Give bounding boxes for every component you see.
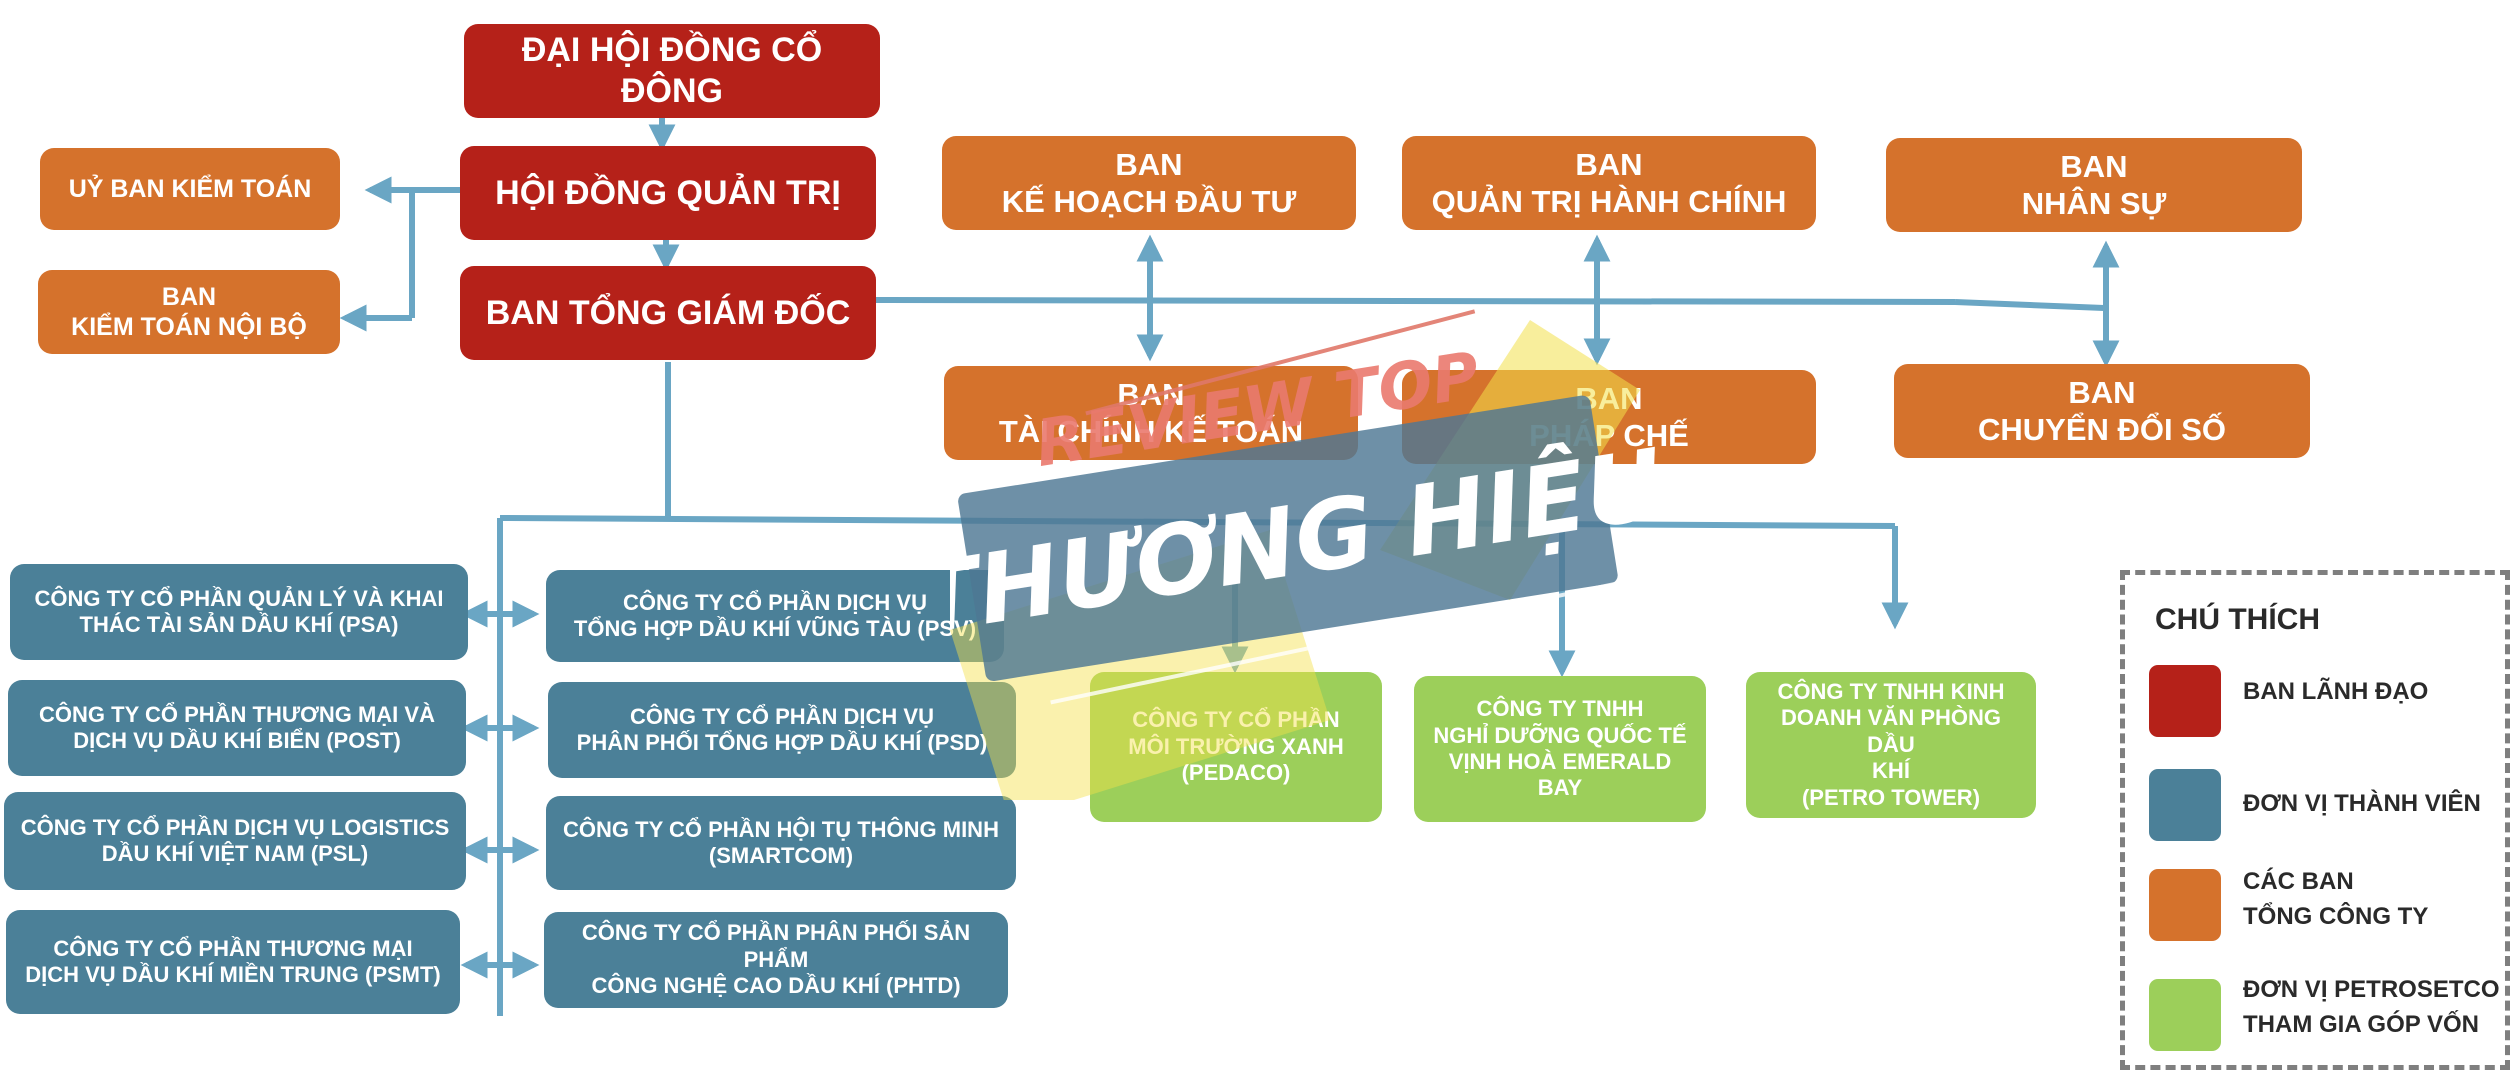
affiliate-petro-tower-line-1: CÔNG TY TNHH KINH — [1777, 679, 2005, 705]
legend-label-leadership-line-1: BAN LÃNH ĐẠO — [2243, 678, 2429, 705]
legend-label-department: CÁC BAN TỔNG CÔNG TY — [2243, 865, 2428, 935]
dept-admin-line-2: QUẢN TRỊ HÀNH CHÍNH — [1431, 184, 1787, 219]
shareholders-label: ĐẠI HỘI ĐỒNG CỔ ĐÔNG — [521, 31, 823, 110]
member-unit-phtd-box: CÔNG TY CỔ PHẦN PHÂN PHỐI SẢN PHẨM CÔNG … — [544, 912, 1008, 1008]
dept-legal-line-2: PHÁP CHẾ — [1529, 418, 1689, 453]
affiliate-emerald-bay-box: CÔNG TY TNHH NGHỈ DƯỠNG QUỐC TẾ VỊNH HOÀ… — [1414, 676, 1706, 822]
member-unit-psa-line-2: THÁC TÀI SẢN DẦU KHÍ (PSA) — [79, 612, 399, 637]
ceo-label: BAN TỔNG GIÁM ĐỐC — [485, 293, 851, 332]
member-unit-phtd-line-2: CÔNG NGHỆ CAO DẦU KHÍ (PHTD) — [591, 973, 961, 999]
member-unit-psv-line-2: TỔNG HỢP DẦU KHÍ VŨNG TÀU (PSV) — [573, 616, 977, 641]
member-unit-psl-line-1: CÔNG TY CỔ PHẦN DỊCH VỤ LOGISTICS — [20, 814, 450, 840]
dept-digital-line-1: BAN — [2068, 374, 2136, 410]
shareholders-box: ĐẠI HỘI ĐỒNG CỔ ĐÔNG — [464, 24, 880, 118]
member-unit-psd-line-2: PHÂN PHỐI TỔNG HỢP DẦU KHÍ (PSD) — [576, 730, 988, 755]
legend-swatch-member — [2149, 769, 2221, 841]
ceo-box: BAN TỔNG GIÁM ĐỐC — [460, 266, 876, 360]
affiliate-emerald-bay-line-3: VỊNH HOÀ EMERALD BAY — [1448, 749, 1672, 801]
internal-audit-line-2: KIỂM TOÁN NỘI BỘ — [71, 313, 307, 341]
member-unit-psl-box: CÔNG TY CỔ PHẦN DỊCH VỤ LOGISTICS DẦU KH… — [4, 792, 466, 890]
dept-investment-box: BAN KẾ HOẠCH ĐẦU TƯ — [942, 136, 1356, 230]
member-unit-psmt-line-2: DỊCH VỤ DẦU KHÍ MIỀN TRUNG (PSMT) — [25, 962, 441, 987]
member-unit-psmt-line-1: CÔNG TY CỔ PHẦN THƯƠNG MẠI — [53, 935, 413, 961]
legend-label-member: ĐƠN VỊ THÀNH VIÊN — [2243, 787, 2481, 822]
member-unit-psmt-box: CÔNG TY CỔ PHẦN THƯƠNG MẠI DỊCH VỤ DẦU K… — [6, 910, 460, 1014]
legend: CHÚ THÍCH BAN LÃNH ĐẠO ĐƠN VỊ THÀNH VIÊN… — [2120, 570, 2510, 1070]
audit-committee-label: UỶ BAN KIỂM TOÁN — [68, 175, 312, 203]
member-unit-psv-box: CÔNG TY CỔ PHẦN DỊCH VỤ TỔNG HỢP DẦU KHÍ… — [546, 570, 1004, 662]
member-unit-phtd-line-1: CÔNG TY CỔ PHẦN PHÂN PHỐI SẢN PHẨM — [581, 920, 971, 972]
legend-title: CHÚ THÍCH — [2155, 603, 2320, 636]
dept-admin-box: BAN QUẢN TRỊ HÀNH CHÍNH — [1402, 136, 1816, 230]
legend-label-leadership: BAN LÃNH ĐẠO — [2243, 675, 2428, 710]
dept-investment-line-2: KẾ HOẠCH ĐẦU TƯ — [1001, 184, 1297, 219]
dept-finance-line-2: TÀI CHÍNH KẾ TOÁN — [998, 414, 1304, 449]
dept-hr-box: BAN NHÂN SỰ — [1886, 138, 2302, 232]
legend-label-affiliate: ĐƠN VỊ PETROSETCO THAM GIA GÓP VỐN — [2243, 973, 2500, 1043]
affiliate-petro-tower-line-2: DOANH VĂN PHÒNG DẦU — [1780, 705, 2001, 757]
member-unit-smartcom-box: CÔNG TY CỔ PHẦN HỘI TỤ THÔNG MINH (SMART… — [546, 796, 1016, 890]
legend-label-member-line-1: ĐƠN VỊ THÀNH VIÊN — [2243, 790, 2481, 817]
affiliate-petro-tower-line-3: KHÍ — [1872, 758, 1910, 784]
dept-digital-line-2: CHUYỂN ĐỔI SỐ — [1977, 412, 2227, 447]
internal-audit-box: BAN KIỂM TOÁN NỘI BỘ — [38, 270, 340, 354]
affiliate-pedaco-line-3: (PEDACO) — [1181, 760, 1291, 786]
member-unit-psv-line-1: CÔNG TY CỔ PHẦN DỊCH VỤ — [623, 589, 927, 615]
member-unit-psa-box: CÔNG TY CỔ PHẦN QUẢN LÝ VÀ KHAI THÁC TÀI… — [10, 564, 468, 660]
member-unit-psa-line-1: CÔNG TY CỔ PHẦN QUẢN LÝ VÀ KHAI — [34, 585, 444, 611]
dept-hr-line-1: BAN — [2060, 148, 2128, 184]
dept-finance-line-1: BAN — [1117, 376, 1185, 412]
affiliate-petro-tower-line-4: (PETRO TOWER) — [1801, 784, 1981, 810]
affiliate-pedaco-line-2: MÔI TRƯỜNG XANH — [1128, 733, 1344, 759]
affiliate-pedaco-line-1: CÔNG TY CỔ PHẦN — [1132, 707, 1340, 733]
board-box: HỘI ĐỒNG QUẢN TRỊ — [460, 146, 876, 240]
legend-label-department-line-2: TỔNG CÔNG TY — [2243, 902, 2429, 930]
dept-investment-line-1: BAN — [1115, 146, 1183, 182]
member-unit-psl-line-2: DẦU KHÍ VIỆT NAM (PSL) — [101, 841, 369, 866]
member-unit-post-line-1: CÔNG TY CỔ PHẦN THƯƠNG MẠI VÀ — [39, 701, 435, 727]
legend-label-affiliate-line-1: ĐƠN VỊ PETROSETCO — [2243, 976, 2500, 1003]
member-unit-psd-box: CÔNG TY CỔ PHẦN DỊCH VỤ PHÂN PHỐI TỔNG H… — [548, 682, 1016, 778]
member-unit-smartcom-line-1: CÔNG TY CỔ PHẦN HỘI TỤ THÔNG MINH — [563, 816, 999, 842]
internal-audit-line-1: BAN — [161, 283, 217, 311]
affiliate-petro-tower-box: CÔNG TY TNHH KINH DOANH VĂN PHÒNG DẦU KH… — [1746, 672, 2036, 818]
member-unit-psd-line-1: CÔNG TY CỔ PHẦN DỊCH VỤ — [630, 703, 934, 729]
legend-swatch-leadership — [2149, 665, 2221, 737]
dept-finance-box: BAN TÀI CHÍNH KẾ TOÁN — [944, 366, 1358, 460]
legend-swatch-department — [2149, 869, 2221, 941]
dept-legal-box: BAN PHÁP CHẾ — [1402, 370, 1816, 464]
audit-committee-box: UỶ BAN KIỂM TOÁN — [40, 148, 340, 230]
affiliate-emerald-bay-line-2: NGHỈ DƯỠNG QUỐC TẾ — [1433, 722, 1687, 748]
dept-admin-line-1: BAN — [1575, 146, 1643, 182]
member-unit-post-line-2: DỊCH VỤ DẦU KHÍ BIỂN (POST) — [73, 728, 401, 753]
dept-hr-line-2: NHÂN SỰ — [2021, 186, 2167, 221]
member-unit-smartcom-line-2: (SMARTCOM) — [708, 843, 854, 868]
dept-legal-line-1: BAN — [1575, 380, 1643, 416]
affiliate-pedaco-box: CÔNG TY CỔ PHẦN MÔI TRƯỜNG XANH (PEDACO) — [1090, 672, 1382, 822]
affiliate-emerald-bay-line-1: CÔNG TY TNHH — [1476, 696, 1644, 722]
legend-label-department-line-1: CÁC BAN — [2243, 868, 2354, 895]
board-label: HỘI ĐỒNG QUẢN TRỊ — [495, 173, 841, 212]
legend-swatch-affiliate — [2149, 979, 2221, 1051]
dept-digital-box: BAN CHUYỂN ĐỔI SỐ — [1894, 364, 2310, 458]
legend-label-affiliate-line-2: THAM GIA GÓP VỐN — [2243, 1010, 2480, 1038]
member-unit-post-box: CÔNG TY CỔ PHẦN THƯƠNG MẠI VÀ DỊCH VỤ DẦ… — [8, 680, 466, 776]
